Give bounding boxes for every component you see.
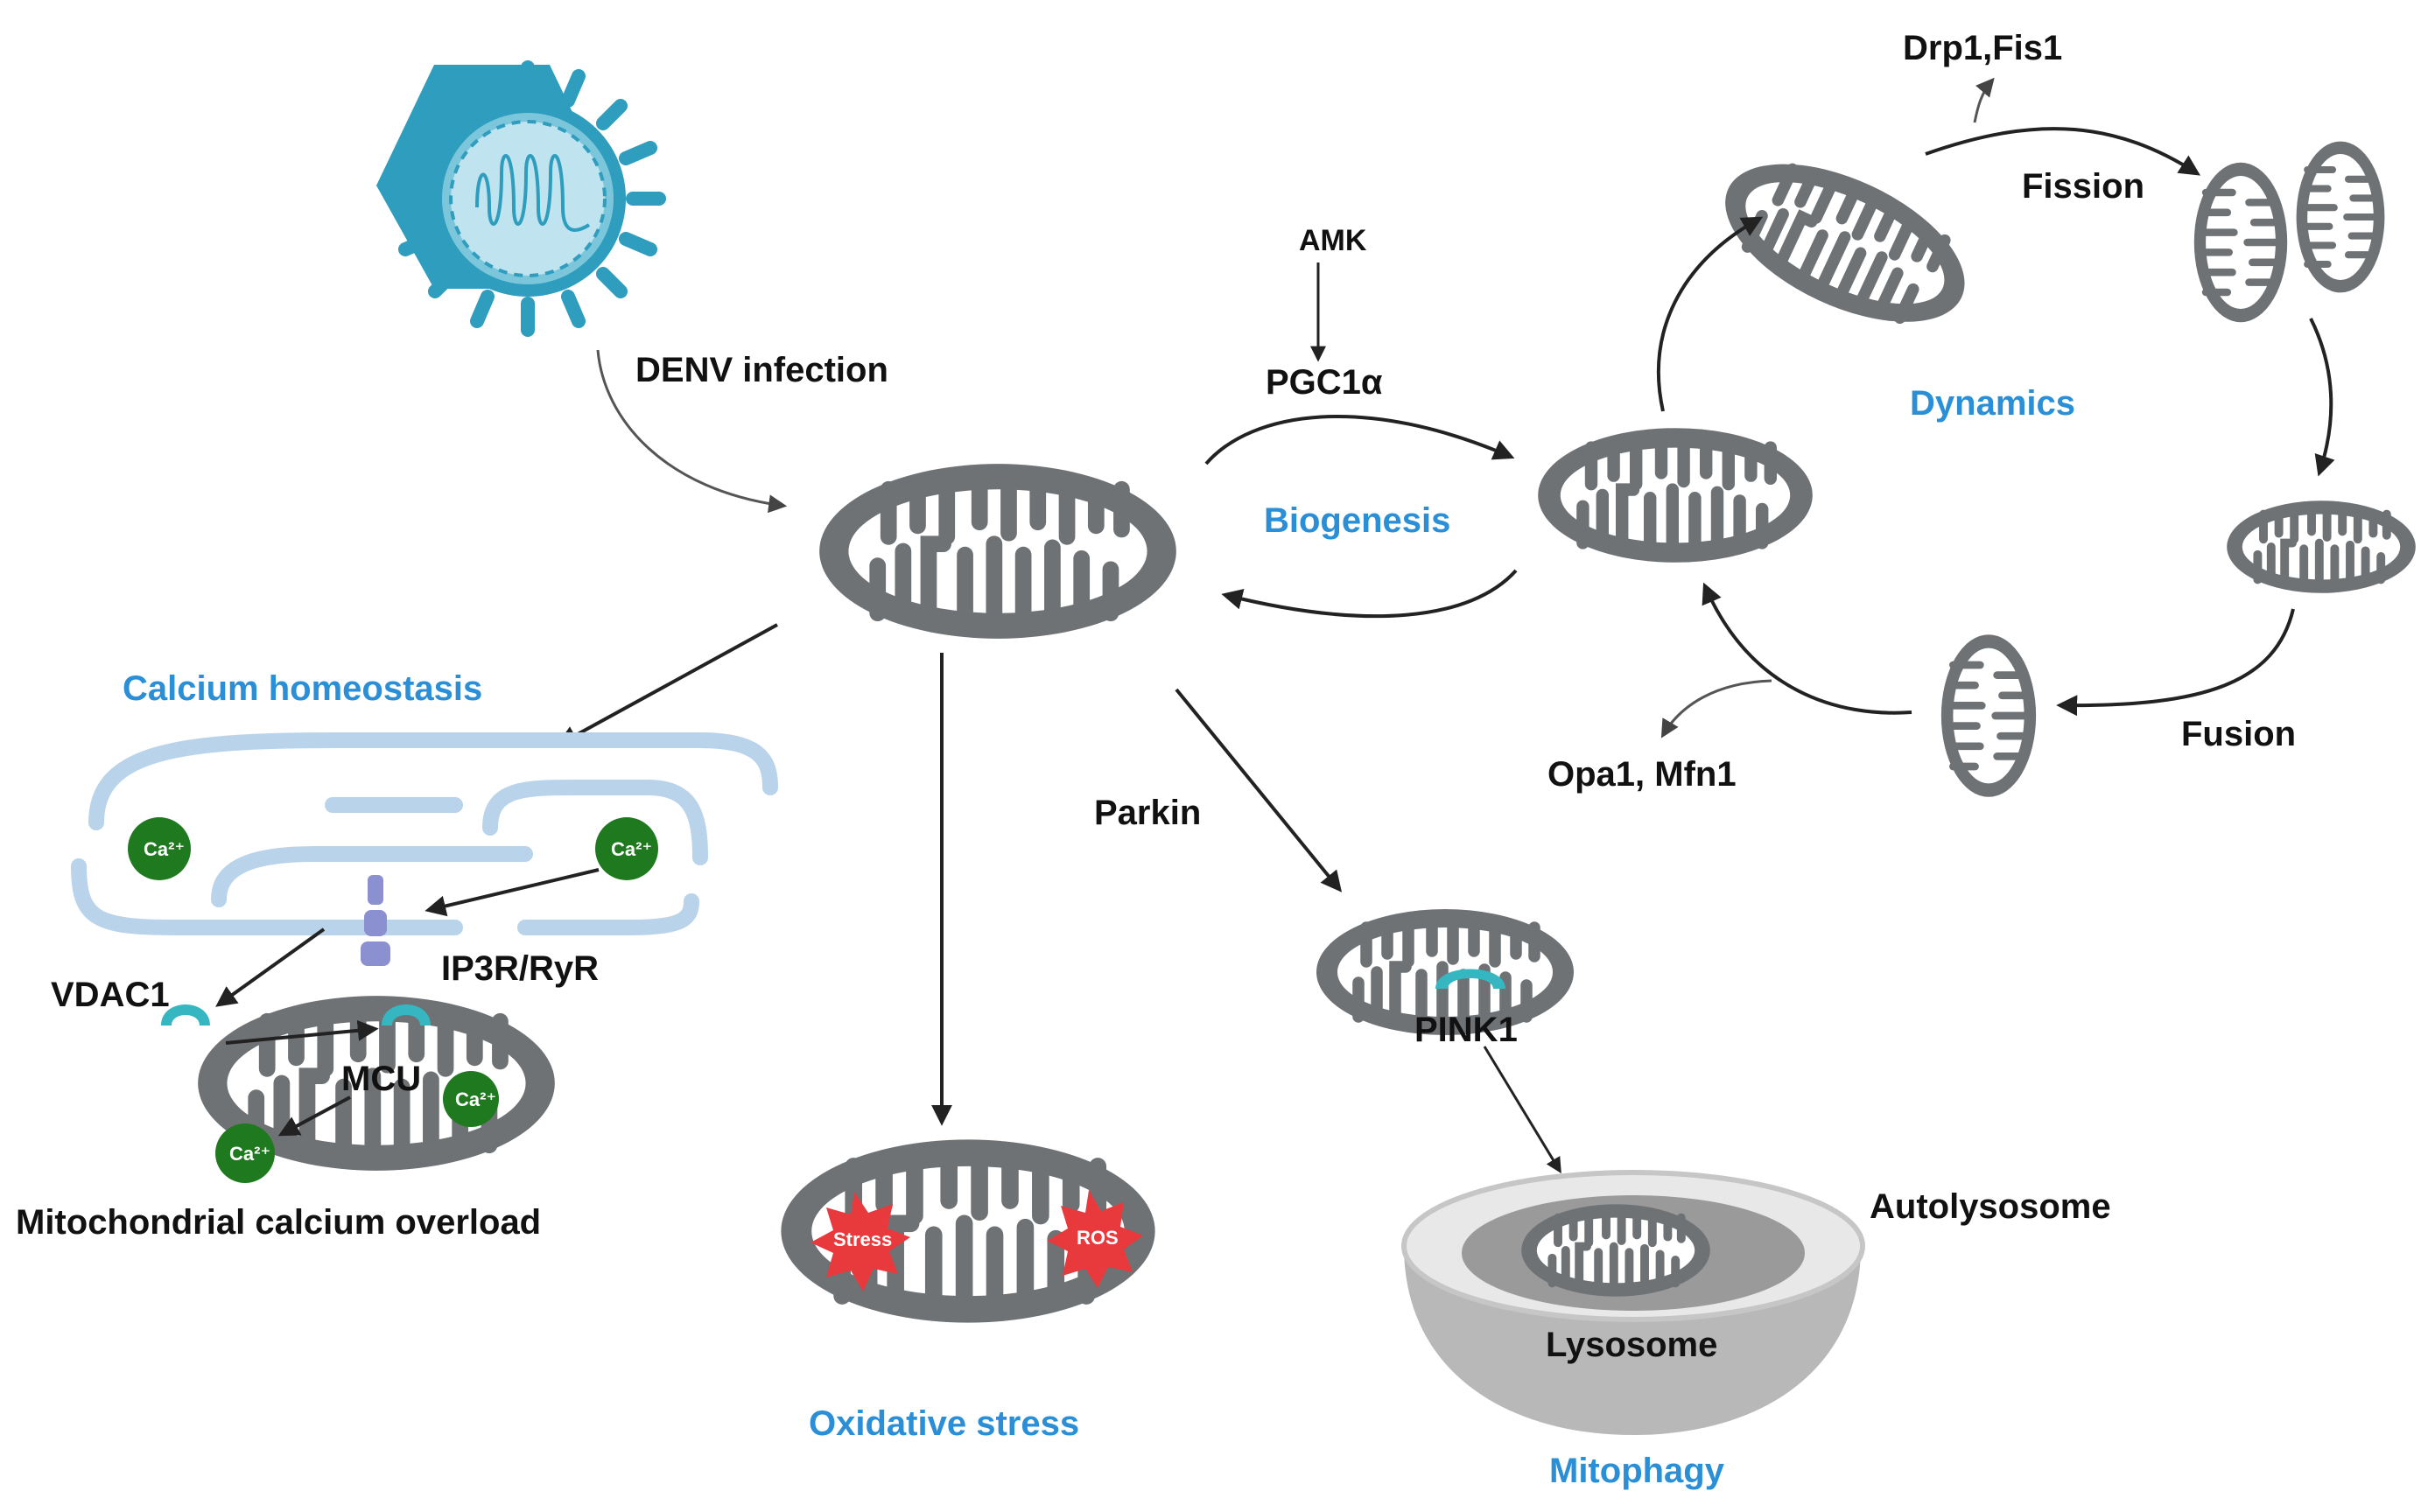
denv-infection-label: DENV infection	[635, 351, 888, 389]
svg-text:Ca²⁺: Ca²⁺	[611, 838, 652, 860]
mcu-label: MCU	[341, 1060, 421, 1098]
parkin-label: Parkin	[1094, 794, 1201, 832]
endoplasmic-reticulum-icon	[71, 732, 778, 935]
drp1-arrow	[1973, 77, 1995, 123]
stress-burst-icon: Stress	[810, 1192, 910, 1292]
calcium-ion-icon: Ca²⁺	[128, 817, 191, 880]
calcium-arrow	[556, 623, 778, 746]
fission-mitochondrion-icon	[1702, 131, 1988, 354]
fusing-mitochondrion-icon	[1941, 634, 2036, 797]
daughter-mitochondrion-2-icon	[2297, 142, 2385, 293]
dynamics-arrow-right	[2309, 318, 2335, 477]
virus-icon	[376, 60, 666, 337]
calcium-ion-icon: Ca²⁺	[443, 1071, 499, 1127]
pgc1a-label: PGC1α	[1266, 363, 1383, 402]
lysosome-icon	[1401, 1170, 1865, 1435]
calcium-overload-label: Mitochondrial calcium overload	[16, 1203, 541, 1242]
fusion-arrow	[2056, 608, 2295, 717]
fission-label: Fission	[2022, 167, 2144, 206]
daughter-mitochondrion-1-icon	[2194, 163, 2287, 322]
biogenesis-label: Biogenesis	[1264, 501, 1450, 540]
ca-to-receptor-arrow	[425, 868, 600, 917]
dynamics-label: Dynamics	[1910, 384, 2075, 423]
mitophagy-label: Mitophagy	[1549, 1452, 1725, 1490]
channel-icon	[161, 1004, 431, 1026]
parkin-arrow	[1175, 688, 1343, 892]
ip3r-ryr-label: IP3R/RyR	[441, 949, 599, 988]
svg-text:Stress: Stress	[833, 1228, 892, 1250]
amk-label: AMK	[1299, 224, 1367, 257]
autolysosome-label: Autolysosome	[1870, 1187, 2111, 1226]
vdac-to-mcu-arrow	[225, 1019, 379, 1045]
lysosome-label: Lysosome	[1546, 1326, 1717, 1364]
receptor-icon	[361, 875, 390, 966]
biogenesis-forward-arrow	[1204, 414, 1515, 466]
drp1-fis1-label: Drp1,Fis1	[1903, 29, 2062, 67]
svg-text:Ca²⁺: Ca²⁺	[144, 838, 185, 860]
mcu-to-ca-arrow	[277, 1096, 351, 1137]
calcium-ion-icon: Ca²⁺	[215, 1124, 275, 1183]
svg-text:ROS: ROS	[1077, 1227, 1119, 1249]
dynamics-arrow-left	[1656, 216, 1764, 412]
svg-text:Ca²⁺: Ca²⁺	[455, 1088, 496, 1110]
fission-arrow	[1925, 127, 2201, 176]
infection-arrow	[596, 349, 788, 514]
fusion-label: Fusion	[2181, 715, 2296, 753]
biogenesis-mitochondrion-icon	[1538, 428, 1813, 563]
vdac1-label: VDAC1	[51, 976, 170, 1014]
pink1-arrow	[1483, 1046, 1561, 1174]
svg-text:Ca²⁺: Ca²⁺	[229, 1143, 270, 1165]
fusion-return-arrow	[1702, 582, 1912, 715]
oxidative-stress-label: Oxidative stress	[809, 1404, 1079, 1443]
central-mitochondrion-icon	[819, 464, 1176, 639]
opa1-mfn1-label: Opa1, Mfn1	[1547, 755, 1737, 794]
biogenesis-return-arrow	[1221, 569, 1518, 619]
calcium-homeostasis-label: Calcium homeostasis	[123, 669, 482, 708]
dynamics-mitochondrion-right-icon	[2227, 500, 2416, 593]
receptor-to-vdac-arrow	[215, 928, 326, 1007]
opa1-arrow	[1660, 679, 1772, 738]
calcium-ion-icon: Ca²⁺	[595, 817, 658, 880]
stress-burst-icon: ROS	[1047, 1190, 1143, 1288]
pink1-label: PINK1	[1414, 1011, 1518, 1049]
pink1-channel-icon	[1435, 969, 1505, 989]
